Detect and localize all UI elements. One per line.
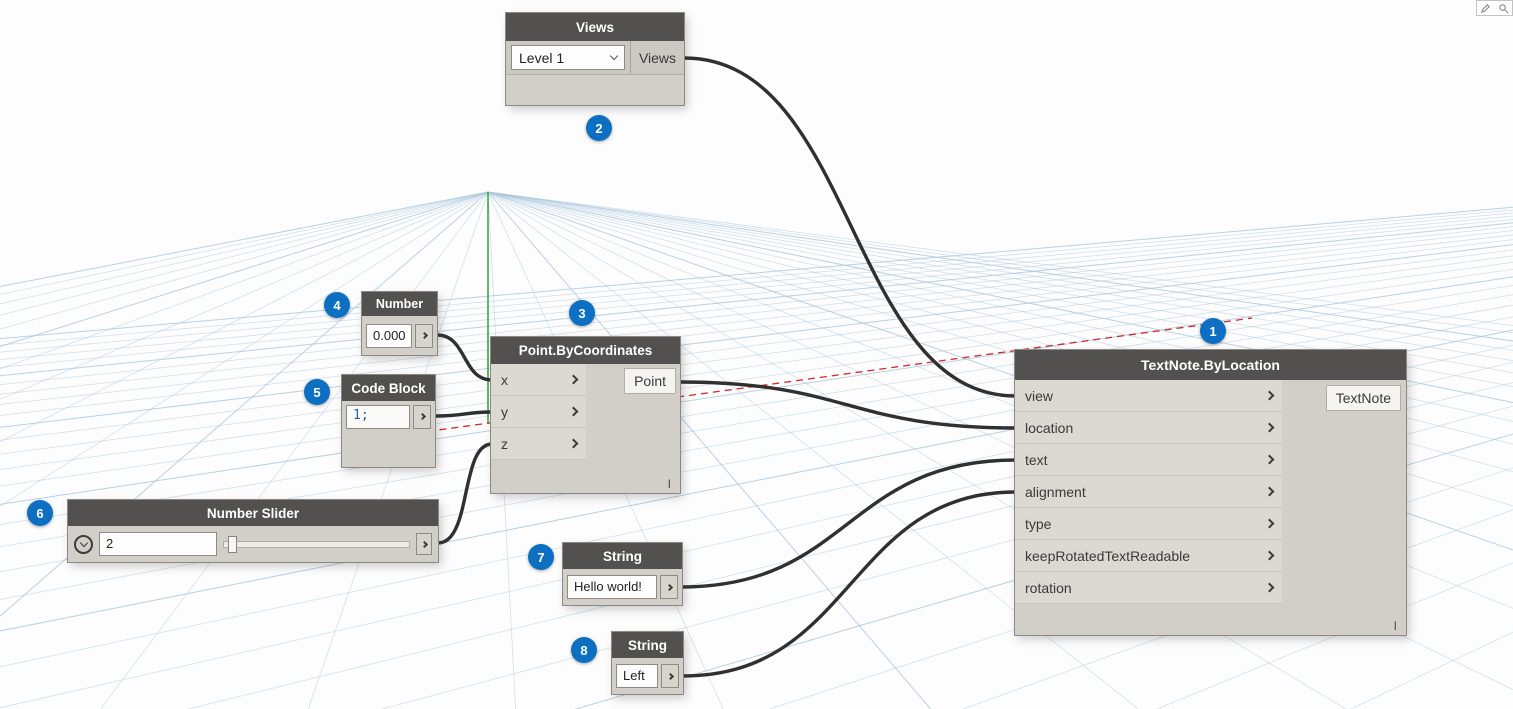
port-input-z[interactable]: z [491,428,586,460]
node-views-header[interactable]: Views [506,13,684,41]
node-string-alignment[interactable]: String Left [612,632,683,694]
node-views[interactable]: Views Level 1 Views [506,13,684,105]
port-input-text[interactable]: text [1015,444,1282,476]
wire-views-to-view[interactable] [682,56,1018,398]
wire-point-to-location[interactable] [677,380,1018,430]
port-output-textnote[interactable]: TextNote [1325,385,1401,411]
node-point-header[interactable]: Point.ByCoordinates [491,337,680,364]
annotation-badge-6: 6 [27,500,53,526]
chevron-right-icon [1264,486,1275,497]
node-string-alignment-header[interactable]: String [612,632,683,658]
slider-track[interactable] [223,535,410,553]
port-input-view[interactable]: view [1015,380,1282,412]
chevron-right-icon [420,331,428,340]
node-textnote-bylocation[interactable]: TextNote.ByLocation view location text a… [1015,350,1406,635]
slider-value-input[interactable]: 2 [99,532,217,556]
lacing-indicator[interactable]: I [1393,619,1397,633]
port-label: location [1025,419,1074,436]
chevron-right-icon [568,438,579,449]
code-block-input[interactable]: 1; [346,404,410,429]
node-point-bycoordinates[interactable]: Point.ByCoordinates x y z Point I [491,337,680,493]
views-dropdown[interactable]: Level 1 [511,45,625,70]
node-string-text-header[interactable]: String [563,543,682,569]
string-alignment-input[interactable]: Left [616,664,658,688]
corner-toolbar[interactable] [1476,0,1513,16]
slider-expander-button[interactable] [74,534,93,554]
pencil-icon[interactable] [1480,3,1491,14]
string-text-input[interactable]: Hello world! [567,575,657,599]
chevron-right-icon [1264,518,1275,529]
port-input-keepRotatedTextReadable[interactable]: keepRotatedTextReadable [1015,540,1282,572]
port-label: keepRotatedTextReadable [1025,547,1191,564]
number-value-input[interactable]: 0.000 [366,323,412,348]
port-input-type[interactable]: type [1015,508,1282,540]
node-textnote-header[interactable]: TextNote.ByLocation [1015,350,1406,380]
views-output-port[interactable]: Views [630,41,684,74]
chevron-right-icon [1264,422,1275,433]
lacing-indicator[interactable]: I [667,477,671,491]
port-input-location[interactable]: location [1015,412,1282,444]
port-input-x[interactable]: x [491,364,586,396]
chevron-right-icon [420,540,428,548]
annotation-badge-1: 1 [1200,318,1226,344]
magnifier-icon[interactable] [1498,3,1509,14]
chevron-right-icon [666,672,674,680]
code-block-output-port[interactable] [413,404,431,429]
port-input-y[interactable]: y [491,396,586,428]
number-output-port[interactable] [415,323,433,348]
port-input-rotation[interactable]: rotation [1015,572,1282,604]
port-label: x [501,371,508,388]
chevron-right-icon [1264,390,1275,401]
node-number-slider[interactable]: Number Slider 2 [68,500,438,562]
slider-output-port[interactable] [416,533,432,555]
string-text-output-port[interactable] [660,575,678,599]
node-number-header[interactable]: Number [362,292,437,316]
wire-codeblock-to-y[interactable] [434,410,494,418]
port-label: type [1025,515,1052,532]
chevron-right-icon [1264,550,1275,561]
port-output-point[interactable]: Point [624,368,676,394]
node-code-block[interactable]: Code Block 1; [342,375,435,467]
chevron-right-icon [1264,454,1275,465]
wire-string-to-alignment[interactable] [681,490,1018,678]
annotation-badge-2: 2 [586,115,612,141]
port-input-alignment[interactable]: alignment [1015,476,1282,508]
port-label: view [1025,387,1054,404]
wire-string-to-text[interactable] [679,458,1018,589]
annotation-badge-4: 4 [324,292,350,318]
port-label: text [1025,451,1048,468]
port-label: y [501,403,508,420]
annotation-badge-8: 8 [571,637,597,663]
port-label: rotation [1025,579,1072,596]
node-number-slider-header[interactable]: Number Slider [68,500,438,526]
port-label: alignment [1025,483,1086,500]
chevron-right-icon [568,374,579,385]
annotation-badge-7: 7 [528,544,554,570]
node-string-text[interactable]: String Hello world! [563,543,682,605]
chevron-down-icon [79,538,88,547]
chevron-right-icon [1264,582,1275,593]
port-label: z [501,435,508,452]
chevron-right-icon [568,406,579,417]
wire-number-to-x[interactable] [435,333,494,382]
annotation-badge-5: 5 [304,379,330,405]
chevron-right-icon [418,412,426,421]
wire-slider-to-z[interactable] [436,442,494,545]
chevron-right-icon [665,583,673,591]
node-code-block-header[interactable]: Code Block [342,375,435,401]
chevron-down-icon [609,51,619,61]
node-number[interactable]: Number 0.000 [362,292,437,355]
slider-handle[interactable] [228,535,237,553]
string-alignment-output-port[interactable] [661,664,679,688]
views-dropdown-value: Level 1 [519,49,565,66]
annotation-badge-3: 3 [569,300,595,326]
